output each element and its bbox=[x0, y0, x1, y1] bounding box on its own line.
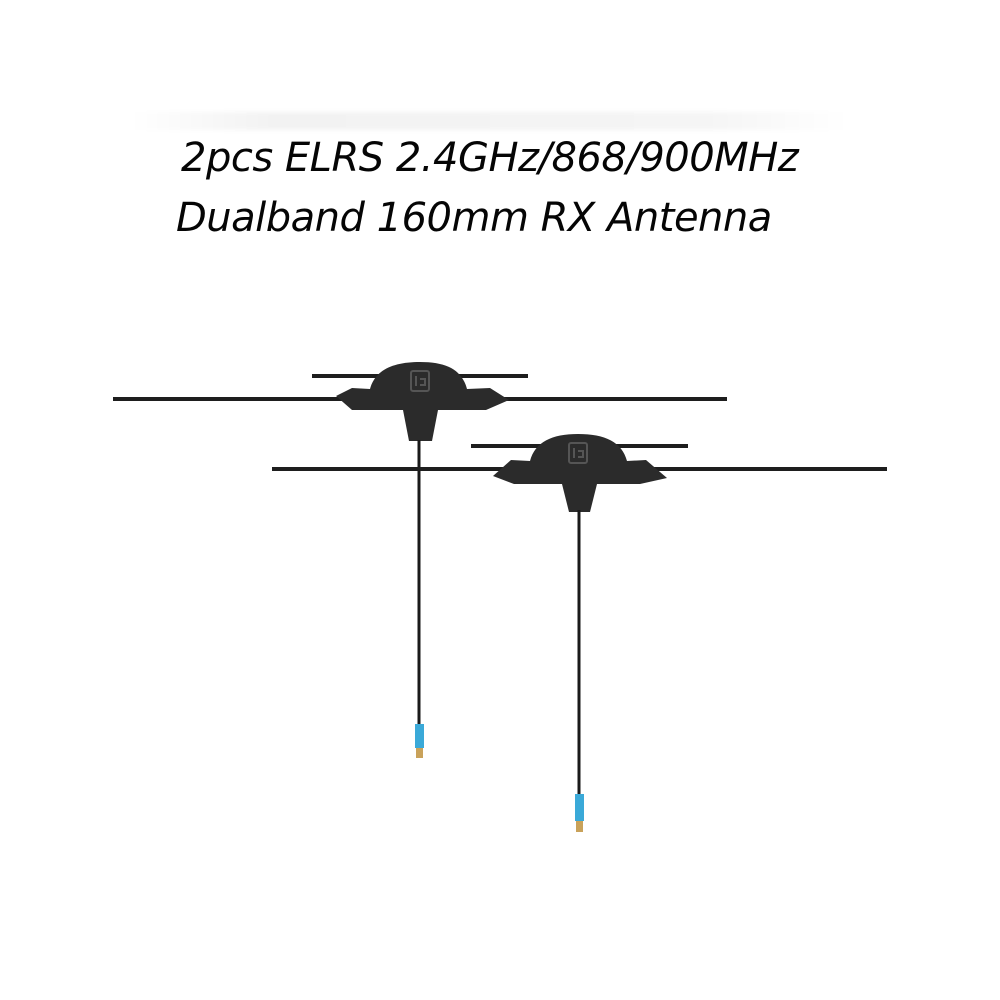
antenna-1-hub bbox=[336, 362, 509, 441]
antenna-1-connector-tip bbox=[416, 748, 423, 758]
title-line-1: 2pcs ELRS 2.4GHz/868/900MHz bbox=[181, 135, 799, 181]
logo-mark-icon bbox=[410, 370, 430, 392]
antenna-2-connector-tip bbox=[576, 821, 583, 832]
faded-text-strip bbox=[130, 112, 850, 130]
antenna-1-connector-sleeve bbox=[415, 724, 424, 748]
antenna-2-hub bbox=[493, 434, 667, 512]
antenna-2 bbox=[272, 434, 887, 832]
antenna-1 bbox=[113, 362, 727, 758]
logo-mark-icon bbox=[568, 442, 588, 464]
title-line-2: Dualband 160mm RX Antenna bbox=[176, 195, 772, 241]
antenna-2-connector-sleeve bbox=[575, 794, 584, 821]
